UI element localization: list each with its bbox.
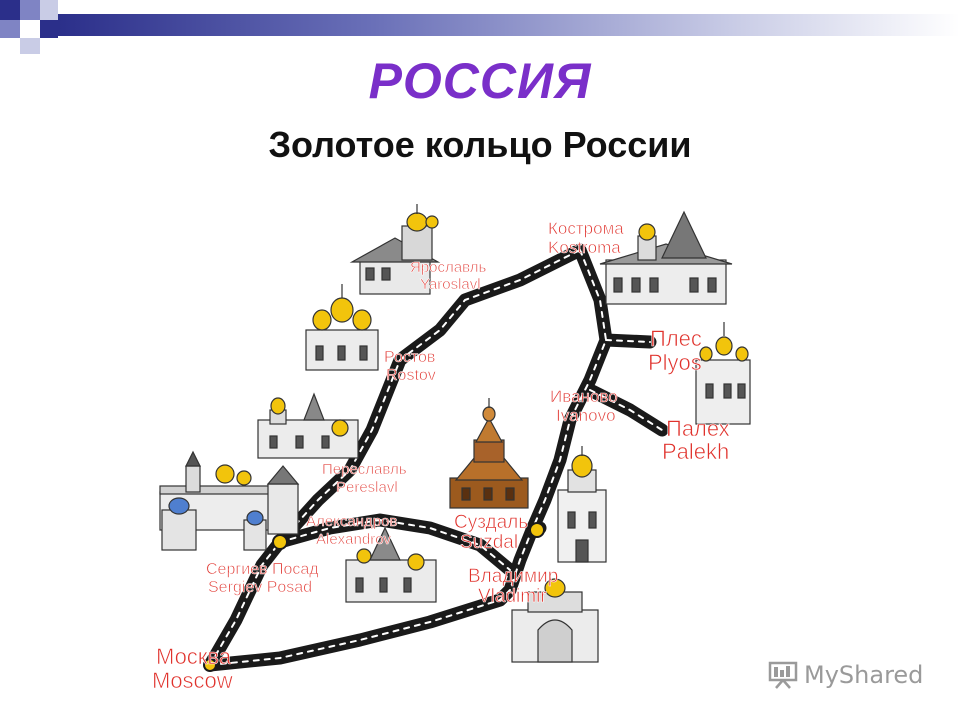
city-dot-moscow [203, 658, 217, 672]
deco-square [40, 20, 58, 38]
deco-gradient-bar [58, 14, 960, 36]
label-yaroslavl-ru: Ярославль [410, 259, 486, 276]
label-ples-ru: Плес [650, 326, 702, 351]
label-sergiev-en: Sergiev Posad [208, 579, 312, 596]
landmark-alexandrov [345, 526, 437, 603]
projector-screen-icon [768, 661, 798, 689]
label-palekh-en: Palekh [662, 439, 729, 464]
label-vladimir-ru: Владимир [468, 566, 558, 587]
deco-square [0, 0, 20, 20]
label-yaroslavl-en: Yaroslavl [420, 276, 481, 293]
landmark-suzdal [449, 398, 529, 509]
city-dot-suzdal [529, 522, 545, 538]
label-rostov-ru: Ростов [384, 349, 435, 366]
label-kostroma-en: Kostroma [548, 238, 621, 257]
landmark-kostroma [599, 210, 733, 305]
deco-square [40, 0, 58, 20]
deco-square [20, 20, 40, 38]
city-dot-sergiev [272, 534, 288, 550]
label-ivanovo-en: Ivanovo [556, 406, 616, 425]
label-pereslavl-en: Pereslavl [336, 479, 398, 496]
deco-square [20, 38, 40, 54]
landmark-yaroslavl [349, 204, 441, 295]
label-ivanovo-ru: Иваново [550, 387, 618, 406]
landmark-rostov [305, 284, 379, 371]
label-alexandrov-en: Alexandrov [316, 531, 392, 548]
watermark-text: MyShared [804, 661, 924, 689]
label-suzdal-en: Suzdal [460, 532, 518, 553]
label-ples-en: Plyos [648, 350, 702, 375]
watermark: MyShared [768, 658, 923, 692]
page-subtitle: Золотое кольцо России [268, 124, 692, 165]
label-moscow-ru: Москва [156, 644, 232, 669]
landmark-pereslavl [257, 392, 359, 459]
city-labels: Кострома Kostroma Ярославль Yaroslavl Ро… [152, 219, 730, 694]
deco-square [0, 20, 20, 38]
city-markers [203, 522, 545, 672]
label-alexandrov-ru: Александров [306, 513, 397, 530]
label-suzdal-ru: Суздаль [454, 512, 528, 533]
label-moscow-en: Moscow [152, 668, 233, 693]
landmark-plyos [695, 322, 751, 425]
landmark-suzdal-east [557, 446, 607, 563]
label-pereslavl-ru: Переславль [322, 461, 407, 478]
label-kostroma-ru: Кострома [548, 219, 624, 238]
label-palekh-ru: Палех [666, 416, 730, 441]
label-rostov-en: Rostov [386, 367, 436, 384]
slide-header-decoration [0, 0, 960, 54]
label-vladimir-en: Vladimir [478, 586, 547, 607]
landmarks [159, 204, 751, 663]
landmark-sergiev-posad [159, 450, 300, 551]
label-sergiev-ru: Сергиев Посад [206, 561, 319, 578]
deco-square [20, 0, 40, 20]
page-title: РОССИЯ [368, 53, 592, 109]
landmark-vladimir [511, 578, 599, 663]
